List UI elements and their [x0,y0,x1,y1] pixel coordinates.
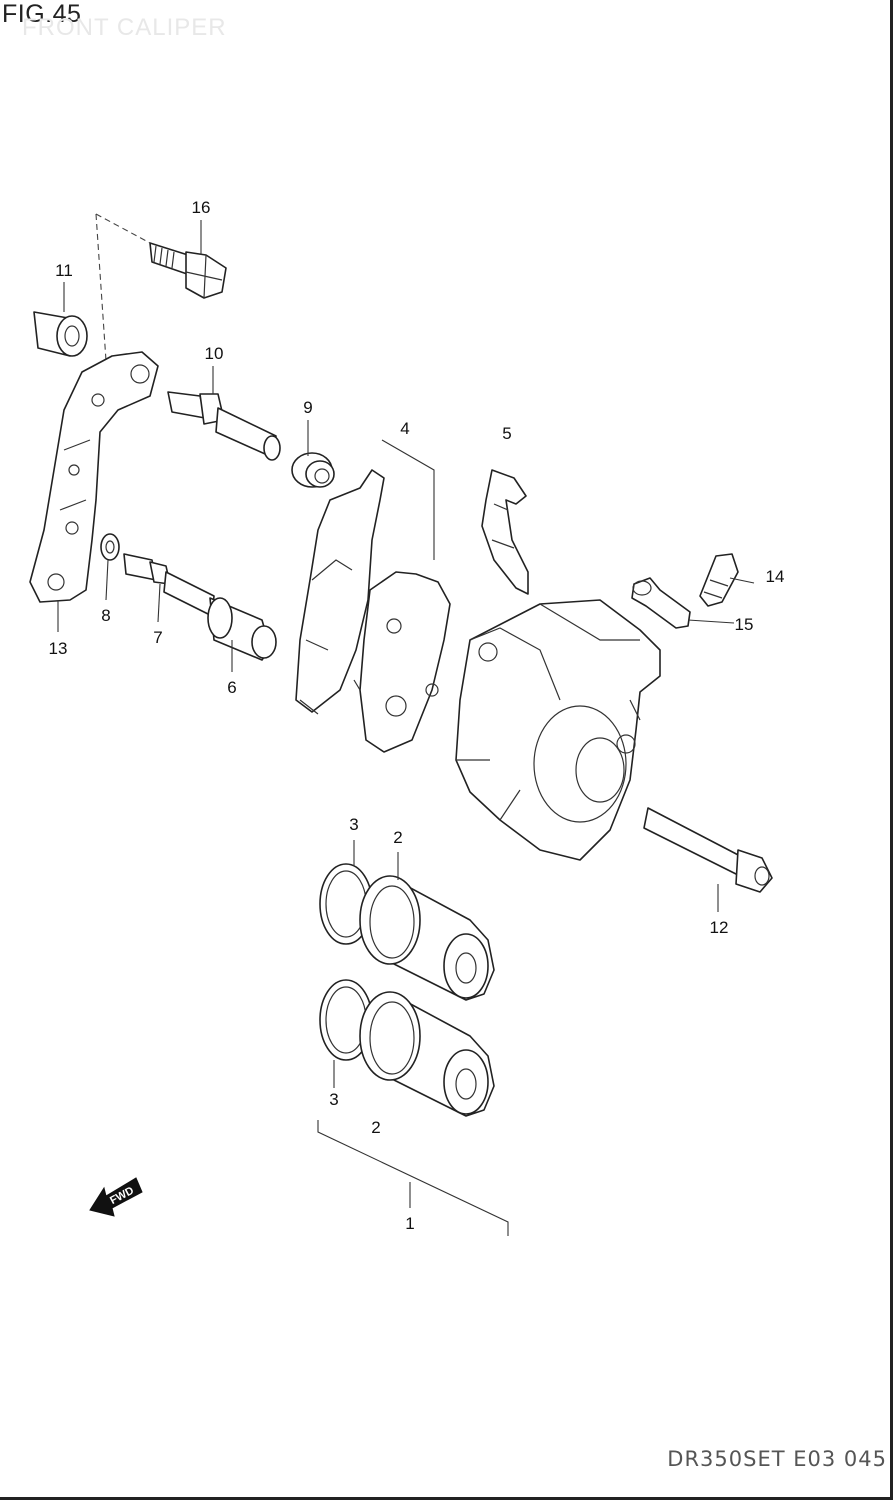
callout-leader-lines [57,220,755,1208]
figure-number: FIG.45 [2,0,82,28]
part-3-piston-seal-lower [319,979,373,1061]
callout-9: 9 [303,398,312,417]
part-8-washer [100,533,120,561]
callout-11: 11 [55,261,73,280]
part-13-caliper-bracket [29,351,159,603]
part-16-flange-bolt [149,242,227,299]
callout-10: 10 [205,344,224,363]
part-12-mounting-bolt [643,807,773,893]
part-4-brake-pad-set [295,469,451,753]
part-2-piston-lower [359,991,495,1117]
callout-2-lower: 2 [371,1118,380,1137]
callout-6: 6 [227,678,236,697]
callout-3-lower: 3 [329,1090,338,1109]
callout-14: 14 [766,567,785,586]
part-5-pad-spring [481,469,529,595]
assembly-1-bracket-line [317,1120,509,1236]
part-15-bleeder-cap [631,577,691,629]
callout-labels: 16 11 10 9 4 5 14 15 8 7 13 6 3 2 12 3 2… [49,198,785,1233]
bolt-to-bracket-dashed-line [95,213,151,391]
callout-15: 15 [735,615,754,634]
callout-12: 12 [710,918,729,937]
part-14-bleeder-valve [699,553,739,607]
callout-16: 16 [192,198,211,217]
callout-3-upper: 3 [349,815,358,834]
fwd-label: FWD [108,1185,136,1207]
callout-5: 5 [502,424,511,443]
part-2-piston-upper [359,875,495,1001]
figure-title: FRONT CALIPER [22,14,227,41]
callout-2-upper: 2 [393,828,402,847]
caliper-body [455,599,661,861]
forward-direction-arrow: FWD [89,1177,143,1217]
callout-8: 8 [101,606,110,625]
part-9-boot [291,452,335,488]
model-code: DR350SET E03 045 [667,1447,887,1471]
callout-7: 7 [153,628,162,647]
part-11-sleeve [33,311,88,357]
callout-13: 13 [49,639,68,658]
callout-1: 1 [405,1214,414,1233]
part-7-slide-pin [123,553,215,617]
part-10-slide-pin [167,391,281,461]
callout-4: 4 [400,419,409,438]
part-6-pin-boot [207,597,277,661]
